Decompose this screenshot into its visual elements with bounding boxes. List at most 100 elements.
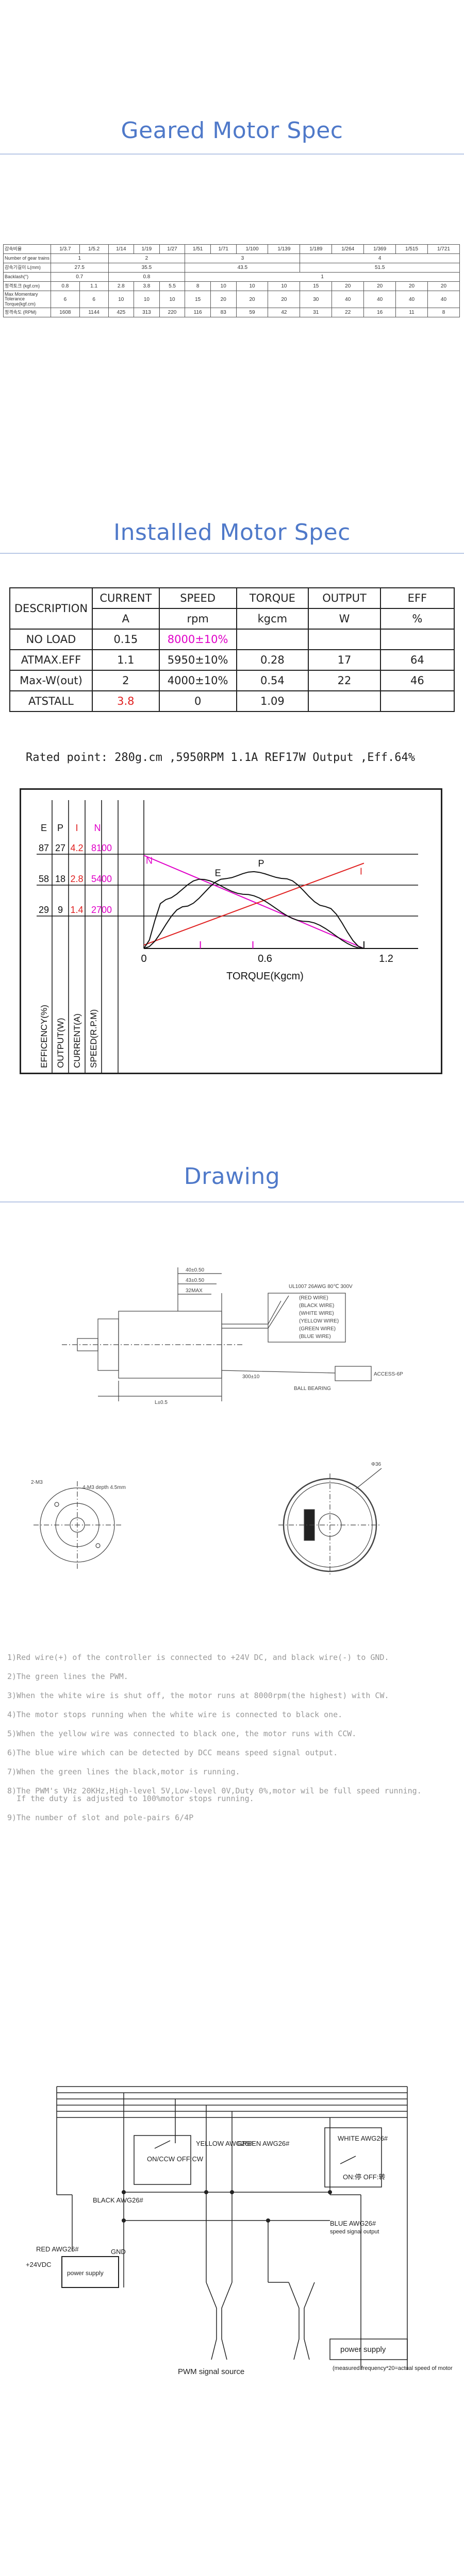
table-cell: 313 (134, 308, 160, 318)
black-wire-label: BLACK AWG26# (93, 2196, 144, 2204)
torque-cell: 1.09 (236, 690, 309, 712)
row-header: 정격속도 (RPM) (3, 308, 51, 318)
table-cell: 43.5 (185, 263, 301, 273)
geared-divider (0, 154, 464, 155)
green-wire-label: GREEN AWG26# (237, 2140, 290, 2147)
table-cell: 8 (427, 308, 460, 318)
chart-header-label: I (75, 823, 78, 833)
table-cell: 1608 (51, 308, 80, 318)
table-cell: 83 (210, 308, 237, 318)
table-cell: 20 (332, 281, 364, 291)
row-header: Number of gear trains (3, 253, 51, 263)
table-cell: 220 (159, 308, 186, 318)
output-cell (308, 629, 381, 650)
table-cell: 1/71 (210, 244, 237, 254)
red-wire-label: RED AWG26# (36, 2245, 79, 2253)
x-tick-label: 0.6 (258, 953, 272, 964)
table-cell: 10 (210, 281, 237, 291)
table-cell: 40 (363, 290, 396, 309)
table-cell: 22 (332, 308, 364, 318)
eff-cell (379, 629, 455, 650)
table-cell: 1/27 (159, 244, 186, 254)
eff-cell: 46 (379, 670, 455, 691)
table-cell: 40 (395, 290, 428, 309)
frequency-probe (288, 2282, 315, 2360)
table-cell: 1.1 (79, 281, 109, 291)
table-cell: 59 (236, 308, 269, 318)
table-cell: 20 (268, 290, 301, 309)
y-axis-label: EFFICENCY(%) (39, 1005, 49, 1068)
power-curve (143, 871, 364, 949)
gnd-label: GND (111, 2248, 126, 2256)
table-cell: 10 (108, 290, 135, 309)
eff-cell (379, 690, 455, 712)
dim-label: BALL BEARING (294, 1386, 331, 1392)
x-axis-label: TORQUE(Kgcm) (226, 971, 304, 982)
desc-cell: Max-W(out) (9, 670, 93, 691)
table-row: ATSTALL 3.8 0 1.09 (9, 690, 455, 712)
table-cell: 2.8 (108, 281, 135, 291)
output-cell (308, 690, 381, 712)
chart-row-value: 9 (58, 905, 63, 915)
blue-wire-label: BLUE AWG26# (330, 2219, 376, 2227)
table-cell: 1/100 (236, 244, 269, 254)
dim-label: 4-M3 depth 4.5mm (82, 1485, 126, 1490)
note-item: 3)When the white wire is shut off, the m… (7, 1691, 389, 1700)
table-cell: 15 (300, 281, 333, 291)
pwm-probe (206, 2282, 233, 2360)
torque-cell (236, 629, 309, 650)
current-curve (143, 862, 364, 946)
vdc-label: +24VDC (26, 2261, 52, 2268)
table-cell: 2 (108, 253, 186, 263)
white-switch-box (324, 2127, 382, 2188)
table-row: ATMAX.EFF 1.1 5950±10% 0.28 17 64 (9, 649, 455, 671)
unit-cell: kgcm (236, 608, 309, 630)
speed-cell: 5950±10% (158, 649, 237, 671)
current-cell: 0.15 (91, 629, 160, 650)
notes-list: 1)Red wire(+) of the controller is conne… (7, 1654, 461, 1833)
wire-label-red: (RED WIRE) (299, 1295, 328, 1301)
dim-label: 32MAX (186, 1288, 203, 1294)
table-cell: 1/3.7 (51, 244, 80, 254)
speed-cell: 4000±10% (158, 670, 237, 691)
table-cell: 51.5 (300, 263, 460, 273)
table-cell: 31 (300, 308, 333, 318)
table-cell: 1 (51, 253, 109, 263)
chart-row-value: 58 (39, 874, 49, 884)
chart-row-value: 27 (55, 843, 65, 853)
dim-label: 43±0.50 (186, 1278, 205, 1283)
table-cell: 1/721 (427, 244, 460, 254)
pwm-source-label: PWM signal source (178, 2367, 244, 2376)
dim-label: ACCESS-6P (374, 1371, 403, 1377)
note-item: 1)Red wire(+) of the controller is conne… (7, 1653, 389, 1662)
current-cell: 3.8 (91, 690, 160, 712)
wire-label-black: (BLACK WIRE) (299, 1303, 334, 1309)
table-row: NO LOAD 0.15 8000±10% (9, 629, 455, 650)
dim-label: 40±0.50 (186, 1267, 205, 1273)
table-cell: 4 (300, 253, 460, 263)
wire-spec-label: UL1007 26AWG 80℃ 300V (289, 1284, 353, 1290)
col-header: CURRENT (91, 587, 160, 609)
white-wire-label: WHITE AWG26# (338, 2134, 388, 2142)
note-item: 8)The PWM's VHz 20KHz,High-level 5V,Low-… (7, 1786, 422, 1803)
chart-row-value: 18 (55, 874, 65, 884)
desc-cell: ATSTALL (9, 690, 93, 712)
unit-cell: A (91, 608, 160, 630)
table-cell: 42 (268, 308, 301, 318)
curve-label-i: I (360, 866, 362, 876)
drawing-divider (0, 1201, 464, 1202)
table-cell: 1/5.2 (79, 244, 109, 254)
chart-row-value: 8100 (91, 843, 112, 853)
blue-wire-note: speed signal output (330, 2229, 379, 2235)
wire-label-green: (GREEN WIRE) (299, 1326, 336, 1332)
y-axis-label: OUTPUT(W) (56, 1018, 65, 1068)
table-cell: 1/19 (134, 244, 160, 254)
note-item: 6)The blue wire which can be detected by… (7, 1748, 338, 1757)
flange-front-view (40, 1487, 115, 1563)
table-units-row: A rpm kgcm W % (10, 608, 455, 630)
chart-row-value: 87 (39, 843, 49, 853)
rated-point-text: Rated point: 280g.cm ,5950RPM 1.1A REF17… (26, 751, 415, 764)
